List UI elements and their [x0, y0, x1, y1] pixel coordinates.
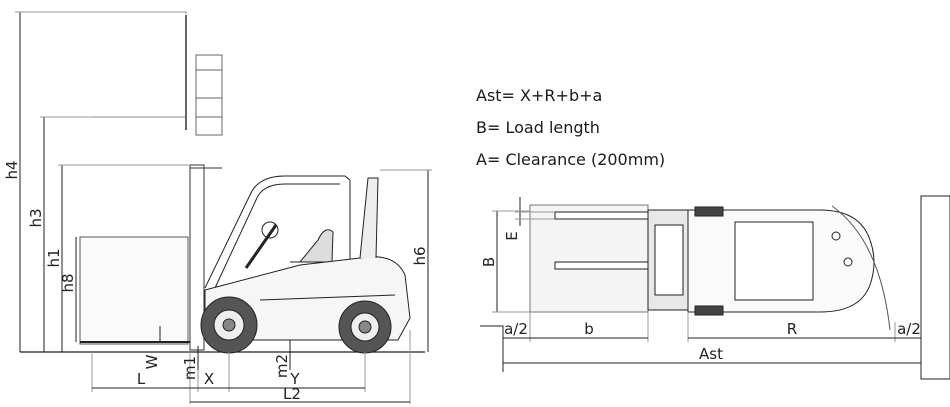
top-fork-2: [554, 261, 656, 270]
formula-ast: Ast= X+R+b+a: [476, 86, 603, 105]
top-load: [529, 204, 649, 313]
label-L2: L2: [283, 385, 301, 403]
formula-clearance: A= Clearance (200mm): [476, 150, 666, 169]
formula-load-length: B= Load length: [476, 118, 600, 137]
seat: [290, 229, 334, 263]
top-front-wheel-r: [694, 305, 724, 316]
side-view-labels: h4 h3 h1 h8 h6 W L m1 X m2 Y L2: [3, 160, 429, 403]
lowered-load: [79, 236, 189, 345]
front-wheel-hub: [222, 318, 236, 332]
label-W: W: [143, 354, 161, 369]
top-view: [480, 195, 950, 380]
label-B: B: [480, 257, 498, 267]
label-a2-right: a/2: [897, 320, 921, 338]
steering-wheel: [261, 221, 279, 239]
label-b: b: [584, 320, 594, 338]
overhead-guard: [204, 175, 351, 289]
label-Ast: Ast: [699, 345, 723, 363]
raised-backrest: [195, 54, 223, 136]
mast: [189, 164, 205, 351]
label-E: E: [503, 231, 521, 240]
label-Y: Y: [289, 370, 300, 388]
label-h3: h3: [27, 208, 45, 227]
body-detail: [359, 177, 379, 259]
label-h8: h8: [59, 273, 77, 292]
raised-load-outline: [30, 11, 187, 118]
side-view: [15, 11, 432, 404]
label-R: R: [787, 320, 797, 338]
top-counterweight-detail2: [843, 257, 853, 267]
body-line: [259, 294, 396, 301]
top-front-wheel-l: [694, 206, 724, 217]
label-X: X: [204, 370, 214, 388]
turning-radius-arc: [831, 205, 891, 331]
aisle-wall: [920, 195, 950, 380]
label-a2-left: a/2: [504, 320, 528, 338]
left-corner: [480, 325, 504, 372]
top-carriage-inner: [654, 224, 684, 296]
label-h4: h4: [3, 160, 21, 179]
label-m2: m2: [273, 354, 291, 378]
label-m1: m1: [181, 356, 199, 380]
guard-inner: [214, 183, 340, 289]
top-fork-1: [554, 211, 656, 220]
label-L: L: [137, 370, 146, 388]
label-h1: h1: [45, 248, 63, 267]
top-cab: [734, 221, 814, 301]
top-view-labels: E B a/2 b R a/2 Ast: [480, 231, 921, 363]
rear-wheel-hub: [358, 320, 372, 334]
steering-column: [244, 224, 278, 269]
label-h6: h6: [411, 246, 429, 265]
top-counterweight-detail: [831, 231, 841, 241]
